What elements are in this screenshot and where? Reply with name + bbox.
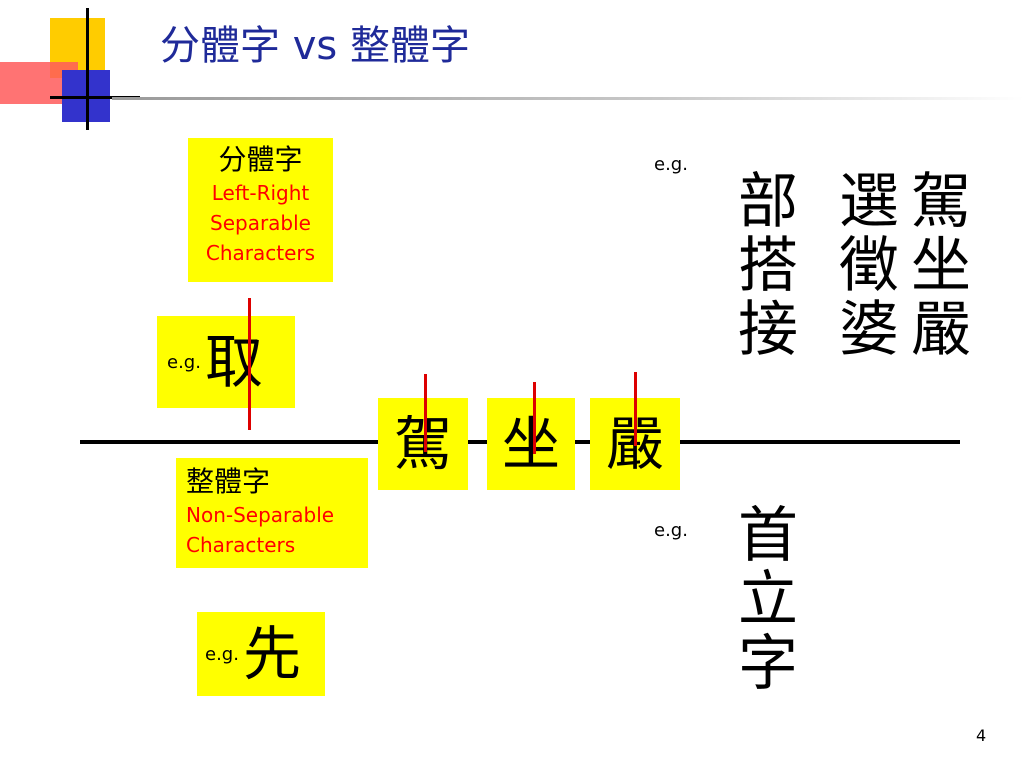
separable-example-char: 取: [204, 328, 263, 396]
non-separable-en-line1: Non-Separable: [186, 503, 335, 527]
separable-label-box: 分體字 Left-Right Separable Characters: [188, 138, 333, 282]
slide-title: 分體字 vs 整體字: [160, 23, 470, 69]
non-separable-example-eg: e.g.: [205, 643, 239, 665]
right-top-col2-char-3: 婆: [839, 295, 899, 365]
middle-char-2: 坐: [501, 410, 560, 478]
right-bottom-col1-char-3: 字: [738, 629, 798, 699]
split-line-qu: [248, 298, 251, 430]
non-separable-example-box: e.g. 先: [197, 612, 325, 696]
logo-horizontal-line: [50, 96, 140, 99]
right-top-col1-char-1: 部: [738, 167, 798, 237]
non-separable-en-line2: Characters: [186, 533, 296, 557]
non-separable-example-char: 先: [242, 620, 301, 688]
non-separable-label-box: 整體字 Non-Separable Characters: [176, 458, 368, 568]
right-bottom-col1-char-2: 立: [738, 565, 798, 635]
right-top-col2-char-2: 徵: [839, 231, 899, 301]
split-line-1: [424, 374, 427, 452]
split-line-3: [634, 372, 637, 446]
title-underline: [112, 97, 1024, 100]
page-number: 4: [976, 726, 987, 745]
middle-char-1: 駕: [393, 410, 452, 478]
middle-char-box-1: 駕: [378, 398, 468, 490]
right-bottom-col1-char-1: 首: [738, 501, 798, 571]
right-top-col3-char-3: 嚴: [911, 295, 971, 365]
separable-en-line1: Left-Right: [211, 181, 310, 205]
right-top-column-1: 部 搭 接: [733, 170, 803, 362]
right-top-column-2: 選 徵 婆: [834, 170, 904, 362]
separable-en-line2: Separable: [210, 211, 311, 235]
separable-en-line3: Characters: [205, 241, 316, 265]
right-top-col1-char-2: 搭: [738, 231, 798, 301]
separable-example-eg: e.g.: [167, 351, 201, 373]
split-line-2: [533, 382, 536, 454]
right-top-col3-char-2: 坐: [911, 231, 971, 301]
right-top-col2-char-1: 選: [839, 167, 899, 237]
separable-cjk-label: 分體字: [218, 143, 303, 176]
right-bottom-column-1: 首 立 字: [733, 504, 803, 696]
non-separable-cjk-label: 整體字: [186, 465, 271, 498]
middle-char-box-2: 坐: [487, 398, 575, 490]
right-top-eg: e.g.: [654, 154, 688, 175]
separable-example-box: e.g. 取: [157, 316, 295, 408]
right-top-col1-char-3: 接: [738, 295, 798, 365]
right-bottom-eg: e.g.: [654, 520, 688, 541]
logo-vertical-line: [86, 8, 89, 130]
right-top-col3-char-1: 駕: [911, 167, 971, 237]
right-top-column-3: 駕 坐 嚴: [906, 170, 976, 362]
